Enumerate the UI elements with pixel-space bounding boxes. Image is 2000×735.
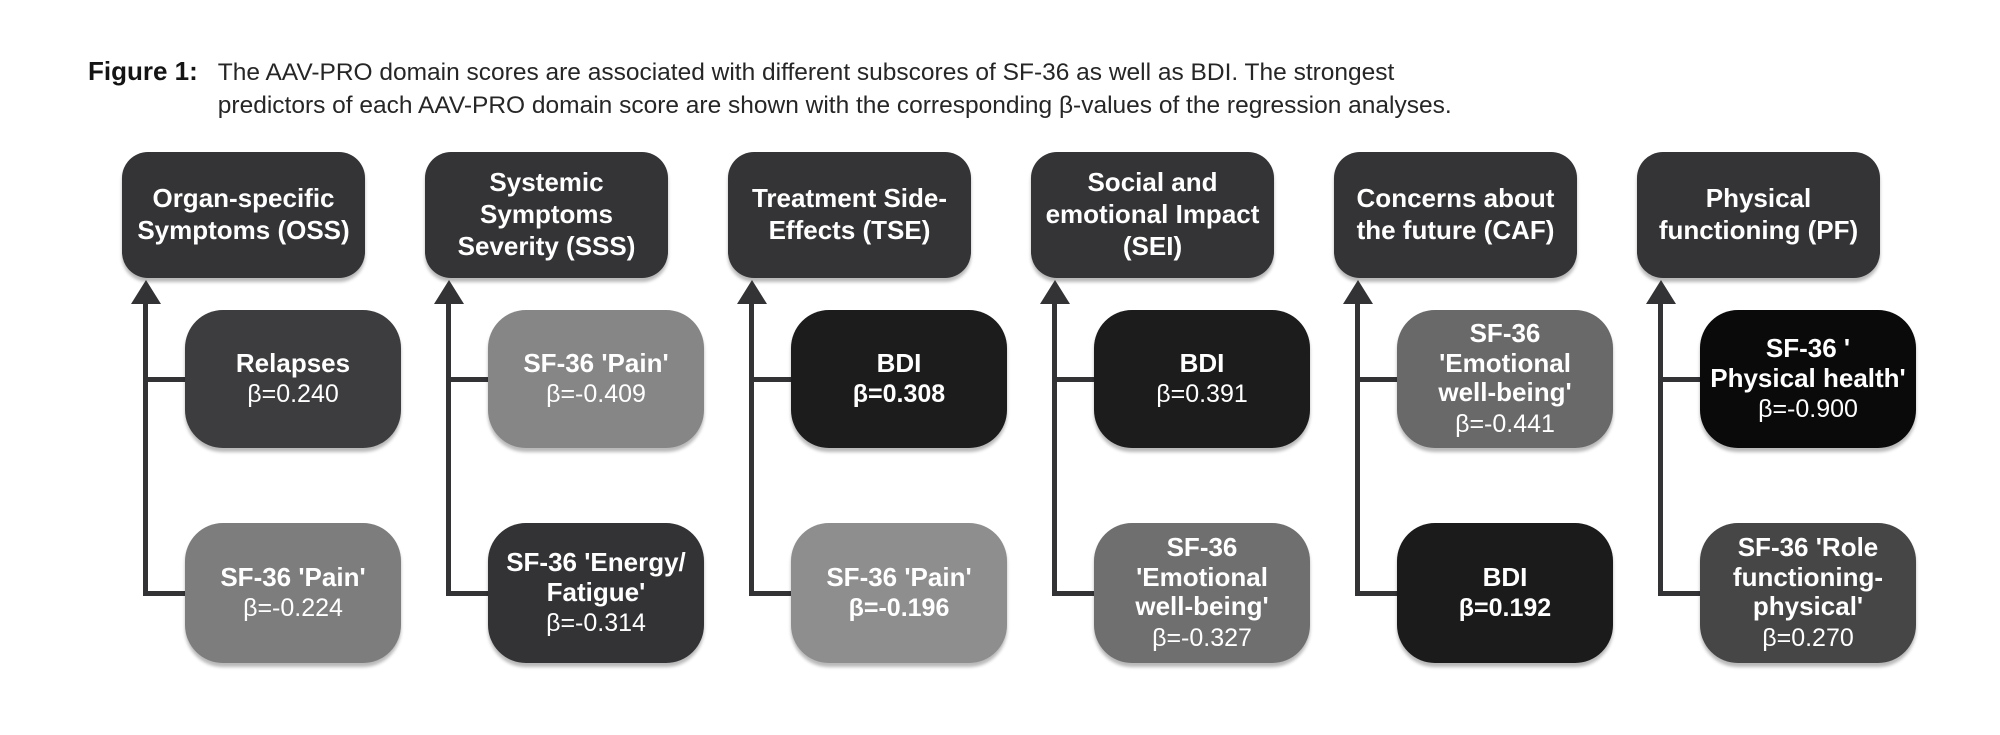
predictor-name: SF-36 ' Physical health' xyxy=(1710,332,1906,393)
arrow-line xyxy=(446,301,451,596)
domain-column-caf: Concerns about the future (CAF) SF-36 'E… xyxy=(1334,0,1637,735)
domain-column-sei: Social and emotional Impact (SEI) BDI β=… xyxy=(1031,0,1334,735)
arrow-line xyxy=(1658,301,1663,596)
predictor-box: BDI β=0.308 xyxy=(791,310,1007,448)
beta-value: β=-0.314 xyxy=(546,609,646,638)
arrow-up-icon xyxy=(434,280,464,304)
arrow-up-icon xyxy=(1040,280,1070,304)
predictor-box: SF-36 'Role functioning-physical' β=0.27… xyxy=(1700,523,1916,663)
connector-line xyxy=(1355,591,1401,596)
arrow-up-icon xyxy=(131,280,161,304)
predictor-box: SF-36 'Pain' β=-0.224 xyxy=(185,523,401,663)
domain-column-tse: Treatment Side-Effects (TSE) BDI β=0.308… xyxy=(728,0,1031,735)
connector-line xyxy=(1052,591,1098,596)
arrow-line xyxy=(1052,301,1057,596)
domain-header-label: Physical functioning (PF) xyxy=(1658,183,1859,245)
caption-text: The AAV-PRO domain scores are associated… xyxy=(218,56,1452,123)
domain-header-box: Social and emotional Impact (SEI) xyxy=(1031,152,1274,278)
arrow-up-icon xyxy=(1646,280,1676,304)
domain-column-sss: Systemic Symptoms Severity (SSS) SF-36 '… xyxy=(425,0,728,735)
connector-line xyxy=(1658,591,1704,596)
predictor-name: SF-36 'Pain' xyxy=(220,561,366,592)
domain-header-label: Treatment Side-Effects (TSE) xyxy=(751,183,948,245)
predictor-name: SF-36 'Pain' xyxy=(523,347,669,378)
predictor-box: SF-36 'Emotional well-being' β=-0.327 xyxy=(1094,523,1310,663)
predictor-box: SF-36 'Energy/ Fatigue' β=-0.314 xyxy=(488,523,704,663)
arrow-line xyxy=(143,301,148,596)
connector-line xyxy=(143,591,189,596)
domain-header-box: Concerns about the future (CAF) xyxy=(1334,152,1577,278)
predictor-name: BDI xyxy=(1482,561,1528,592)
caption-line-1: The AAV-PRO domain scores are associated… xyxy=(217,59,1395,86)
beta-value: β=-0.327 xyxy=(1152,623,1252,652)
beta-value: β=-0.441 xyxy=(1455,409,1555,438)
predictor-name: BDI xyxy=(876,347,922,378)
domain-header-box: Organ-specific Symptoms (OSS) xyxy=(122,152,365,278)
arrow-up-icon xyxy=(737,280,767,304)
predictor-box: Relapses β=0.240 xyxy=(185,310,401,448)
beta-value: β=-0.900 xyxy=(1758,395,1858,424)
domain-header-label: Social and emotional Impact (SEI) xyxy=(1045,167,1260,261)
predictor-name: SF-36 'Emotional well-being' xyxy=(1438,318,1572,408)
predictor-name: SF-36 'Role functioning-physical' xyxy=(1732,532,1884,622)
beta-value: β=-0.196 xyxy=(848,594,950,623)
domain-header-label: Organ-specific Symptoms (OSS) xyxy=(137,183,350,245)
domain-column-pf: Physical functioning (PF) SF-36 ' Physic… xyxy=(1637,0,1940,735)
connector-line xyxy=(143,377,189,382)
beta-value: β=0.270 xyxy=(1762,623,1854,652)
beta-value: β=0.240 xyxy=(247,380,339,409)
connector-line xyxy=(749,591,795,596)
predictor-box: BDI β=0.192 xyxy=(1397,523,1613,663)
domain-header-label: Systemic Symptoms Severity (SSS) xyxy=(457,167,636,261)
beta-value: β=0.391 xyxy=(1156,380,1248,409)
predictor-box: SF-36 'Pain' β=-0.196 xyxy=(791,523,1007,663)
beta-value: β=0.192 xyxy=(1458,594,1552,623)
predictor-name: SF-36 'Pain' xyxy=(826,561,972,592)
predictor-name: Relapses xyxy=(235,347,351,378)
predictor-name: SF-36 'Emotional well-being' xyxy=(1135,532,1269,622)
predictor-name: BDI xyxy=(1179,347,1225,378)
figure-caption: Figure 1: The AAV-PRO domain scores are … xyxy=(88,56,1452,123)
domain-header-box: Physical functioning (PF) xyxy=(1637,152,1880,278)
domain-header-box: Treatment Side-Effects (TSE) xyxy=(728,152,971,278)
beta-value: β=0.308 xyxy=(852,380,946,409)
predictor-box: BDI β=0.391 xyxy=(1094,310,1310,448)
predictor-box: SF-36 ' Physical health' β=-0.900 xyxy=(1700,310,1916,448)
beta-value: β=-0.409 xyxy=(546,380,646,409)
connector-line xyxy=(446,377,492,382)
arrow-line xyxy=(1355,301,1360,596)
predictor-box: SF-36 'Emotional well-being' β=-0.441 xyxy=(1397,310,1613,448)
domain-column-oss: Organ-specific Symptoms (OSS) Relapses β… xyxy=(122,0,425,735)
figure-label: Figure 1: xyxy=(88,56,198,86)
connector-line xyxy=(446,591,492,596)
connector-line xyxy=(749,377,795,382)
predictor-name: SF-36 'Energy/ Fatigue' xyxy=(506,546,686,607)
connector-line xyxy=(1052,377,1098,382)
arrow-up-icon xyxy=(1343,280,1373,304)
beta-value: β=-0.224 xyxy=(243,594,343,623)
connector-line xyxy=(1355,377,1401,382)
connector-line xyxy=(1658,377,1704,382)
arrow-line xyxy=(749,301,754,596)
caption-line-2: predictors of each AAV-PRO domain score … xyxy=(217,92,1452,120)
domain-header-label: Concerns about the future (CAF) xyxy=(1356,183,1555,245)
predictor-box: SF-36 'Pain' β=-0.409 xyxy=(488,310,704,448)
domain-header-box: Systemic Symptoms Severity (SSS) xyxy=(425,152,668,278)
